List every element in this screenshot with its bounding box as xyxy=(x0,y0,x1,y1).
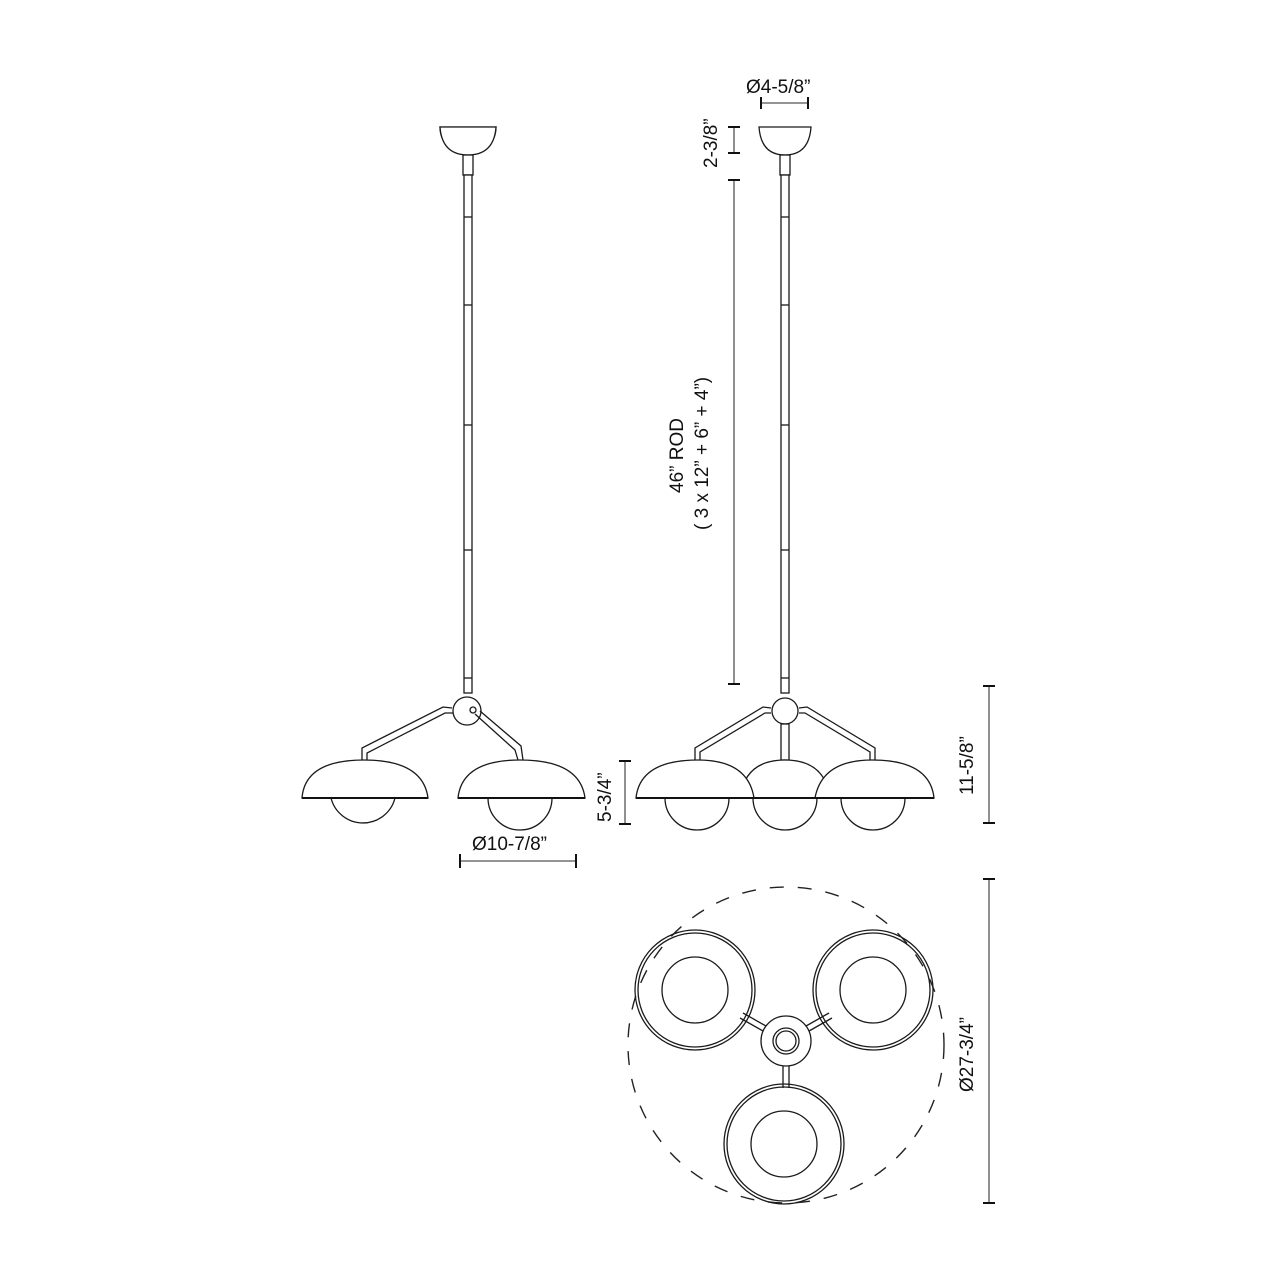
canopy-diameter-label: Ø4-5/8” xyxy=(746,77,811,98)
rod-breakdown-label: ( 3 x 12” + 6” + 4”) xyxy=(692,376,713,530)
fixture-height-label: 11-5/8” xyxy=(957,736,978,795)
top-view xyxy=(627,878,995,1205)
shade-diameter-label: Ø10-7/8” xyxy=(472,834,547,855)
overall-diameter-label: Ø27-3/4” xyxy=(957,1017,978,1092)
front-view xyxy=(619,97,995,831)
canopy-height-label: 2-3/8” xyxy=(701,118,722,168)
side-view xyxy=(301,126,586,868)
shade-height-label: 5-3/4” xyxy=(595,772,616,822)
rod-length-label: 46” ROD xyxy=(667,418,688,493)
